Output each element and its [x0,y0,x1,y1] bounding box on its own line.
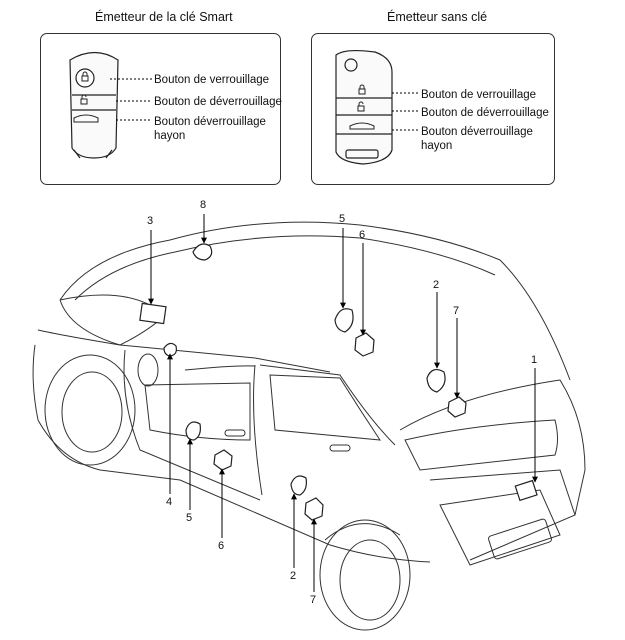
car-outline [32,221,586,631]
callout-2-bottom: 2 [290,570,297,582]
smart-unlock-button-icon [80,98,88,105]
component-5-bottom [185,421,201,441]
keyless-lock-button-icon [358,88,366,95]
smart-tailgate-label: Bouton déverrouillage [154,116,266,128]
component-2-right [426,368,446,393]
callout-2-right: 2 [433,279,440,291]
component-5-top [334,308,354,333]
smart-unlock-label: Bouton de déverrouillage [154,96,282,108]
component-3 [139,302,167,325]
component-2-bottom [290,475,307,496]
smart-tailgate-label-2: hayon [154,130,186,142]
component-7-right [447,396,467,418]
keyless-tailgate-button-icon [349,122,375,130]
car-components [139,243,538,521]
callout-4: 4 [166,496,173,508]
callout-6-bottom: 6 [218,540,225,552]
callout-5-top: 5 [339,213,346,225]
smart-lock-label: Bouton de verrouillage [154,74,270,86]
callout-8: 8 [200,199,207,211]
component-7-bottom [304,497,324,521]
callout-1: 1 [531,354,538,366]
smart-key-title: Émetteur de la clé Smart [95,10,233,24]
keyless-unlock-button-icon [357,105,365,112]
smart-key-fob [69,51,119,159]
keyless-tailgate-label: Bouton déverrouillage [421,126,533,138]
callout-3: 3 [147,215,154,227]
smart-lock-button-icon [75,68,95,88]
component-4 [163,342,177,357]
callout-5-bottom: 5 [186,512,193,524]
keyless-title: Émetteur sans clé [387,10,488,24]
callout-7-right: 7 [453,305,460,317]
component-8 [192,243,213,261]
callout-7-bottom: 7 [310,594,317,606]
keyless-unlock-label: Bouton de déverrouillage [421,107,549,119]
smart-tailgate-button-icon [73,114,99,123]
component-1 [514,479,538,502]
keyless-tailgate-label-2: hayon [421,140,453,152]
callout-6-top: 6 [359,229,366,241]
keyless-lock-label: Bouton de verrouillage [421,89,537,101]
component-6-bottom [213,449,233,471]
component-6-top [354,332,375,357]
leader-lines [148,214,538,592]
